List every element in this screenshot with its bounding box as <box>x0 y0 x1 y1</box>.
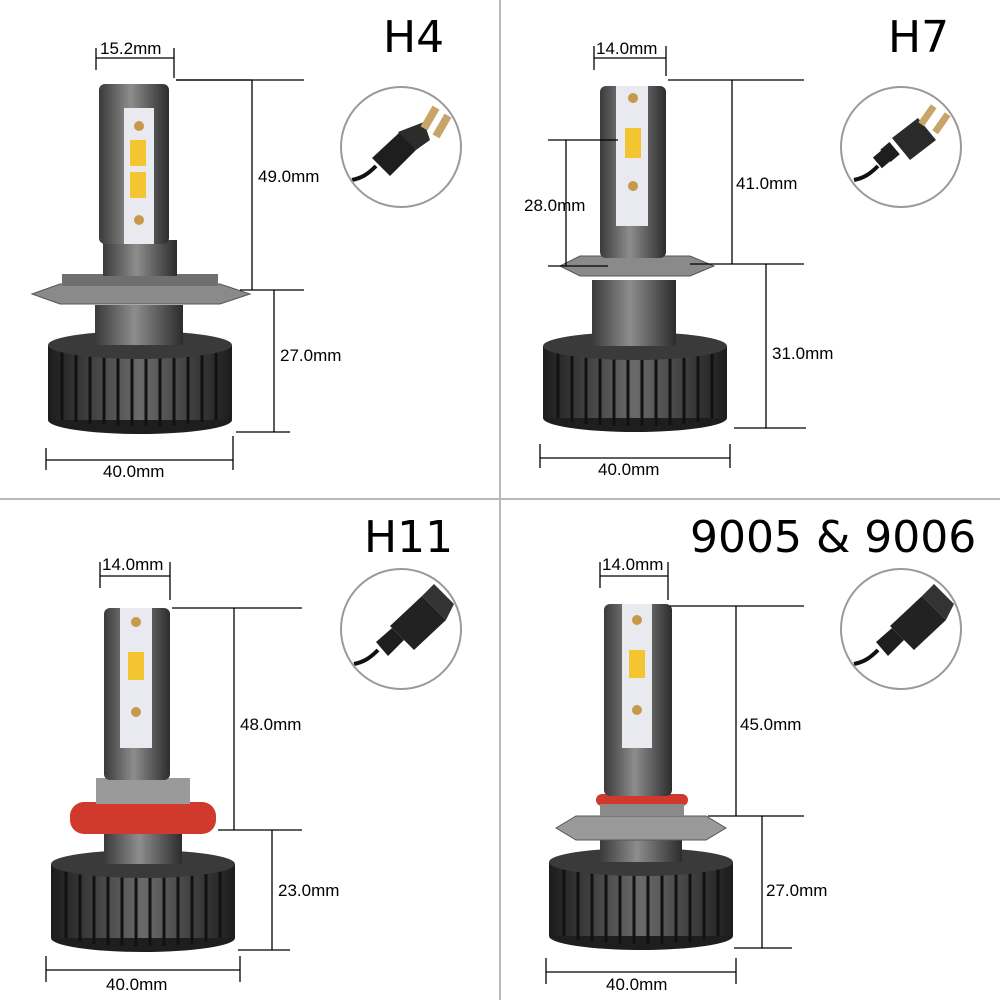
bulb-type-title: H7 <box>888 12 950 63</box>
h4-connector-icon <box>340 86 462 208</box>
dim-lower-height: 23.0mm <box>278 881 340 900</box>
panel-h4: H4 15.2mm 49.0mm 27.0mm 40.0mm <box>0 0 500 500</box>
panel-h7: H7 14.0mm 41.0mm 31.0mm 28.0mm 40.0mm <box>500 0 1000 500</box>
dim-chip-width: 14.0mm <box>602 555 664 574</box>
h4-bulb-illustration <box>30 48 304 470</box>
dim-lower-height: 31.0mm <box>772 344 834 363</box>
dim-base-width: 40.0mm <box>598 460 660 479</box>
dim-base-width: 40.0mm <box>103 462 165 481</box>
dim-upper-height: 49.0mm <box>258 167 320 186</box>
dim-upper-height: 45.0mm <box>740 715 802 734</box>
dim-chip-width: 15.2mm <box>100 39 162 58</box>
horizontal-divider <box>0 498 1000 500</box>
h7-connector-icon <box>840 86 962 208</box>
dim-upper-height: 41.0mm <box>736 174 798 193</box>
h4-heatsink <box>48 331 232 434</box>
h11-connector-icon <box>340 568 462 690</box>
dim-chip-height: 28.0mm <box>524 196 586 215</box>
h7-bulb-illustration <box>539 46 806 468</box>
dim-base-width: 40.0mm <box>106 975 168 994</box>
bulb-type-title: H4 <box>383 12 445 63</box>
9005-bulb-illustration <box>545 562 804 984</box>
dim-base-width: 40.0mm <box>606 975 668 994</box>
dim-upper-height: 48.0mm <box>240 715 302 734</box>
dim-chip-width: 14.0mm <box>596 39 658 58</box>
panel-h11: H11 14.0mm 48.0mm 23.0mm 40.0mm <box>0 500 500 1000</box>
bulb-type-title: H11 <box>364 512 454 563</box>
dim-lower-height: 27.0mm <box>766 881 828 900</box>
dim-lower-height: 27.0mm <box>280 346 342 365</box>
h11-bulb-illustration <box>45 562 302 982</box>
dim-chip-width: 14.0mm <box>102 555 164 574</box>
panel-9005-9006: 9005 & 9006 14.0mm 45.0mm 27.0mm 40.0mm <box>500 500 1000 1000</box>
bulb-type-title: 9005 & 9006 <box>690 512 977 563</box>
vertical-divider <box>499 0 501 1000</box>
9005-connector-icon <box>840 568 962 690</box>
